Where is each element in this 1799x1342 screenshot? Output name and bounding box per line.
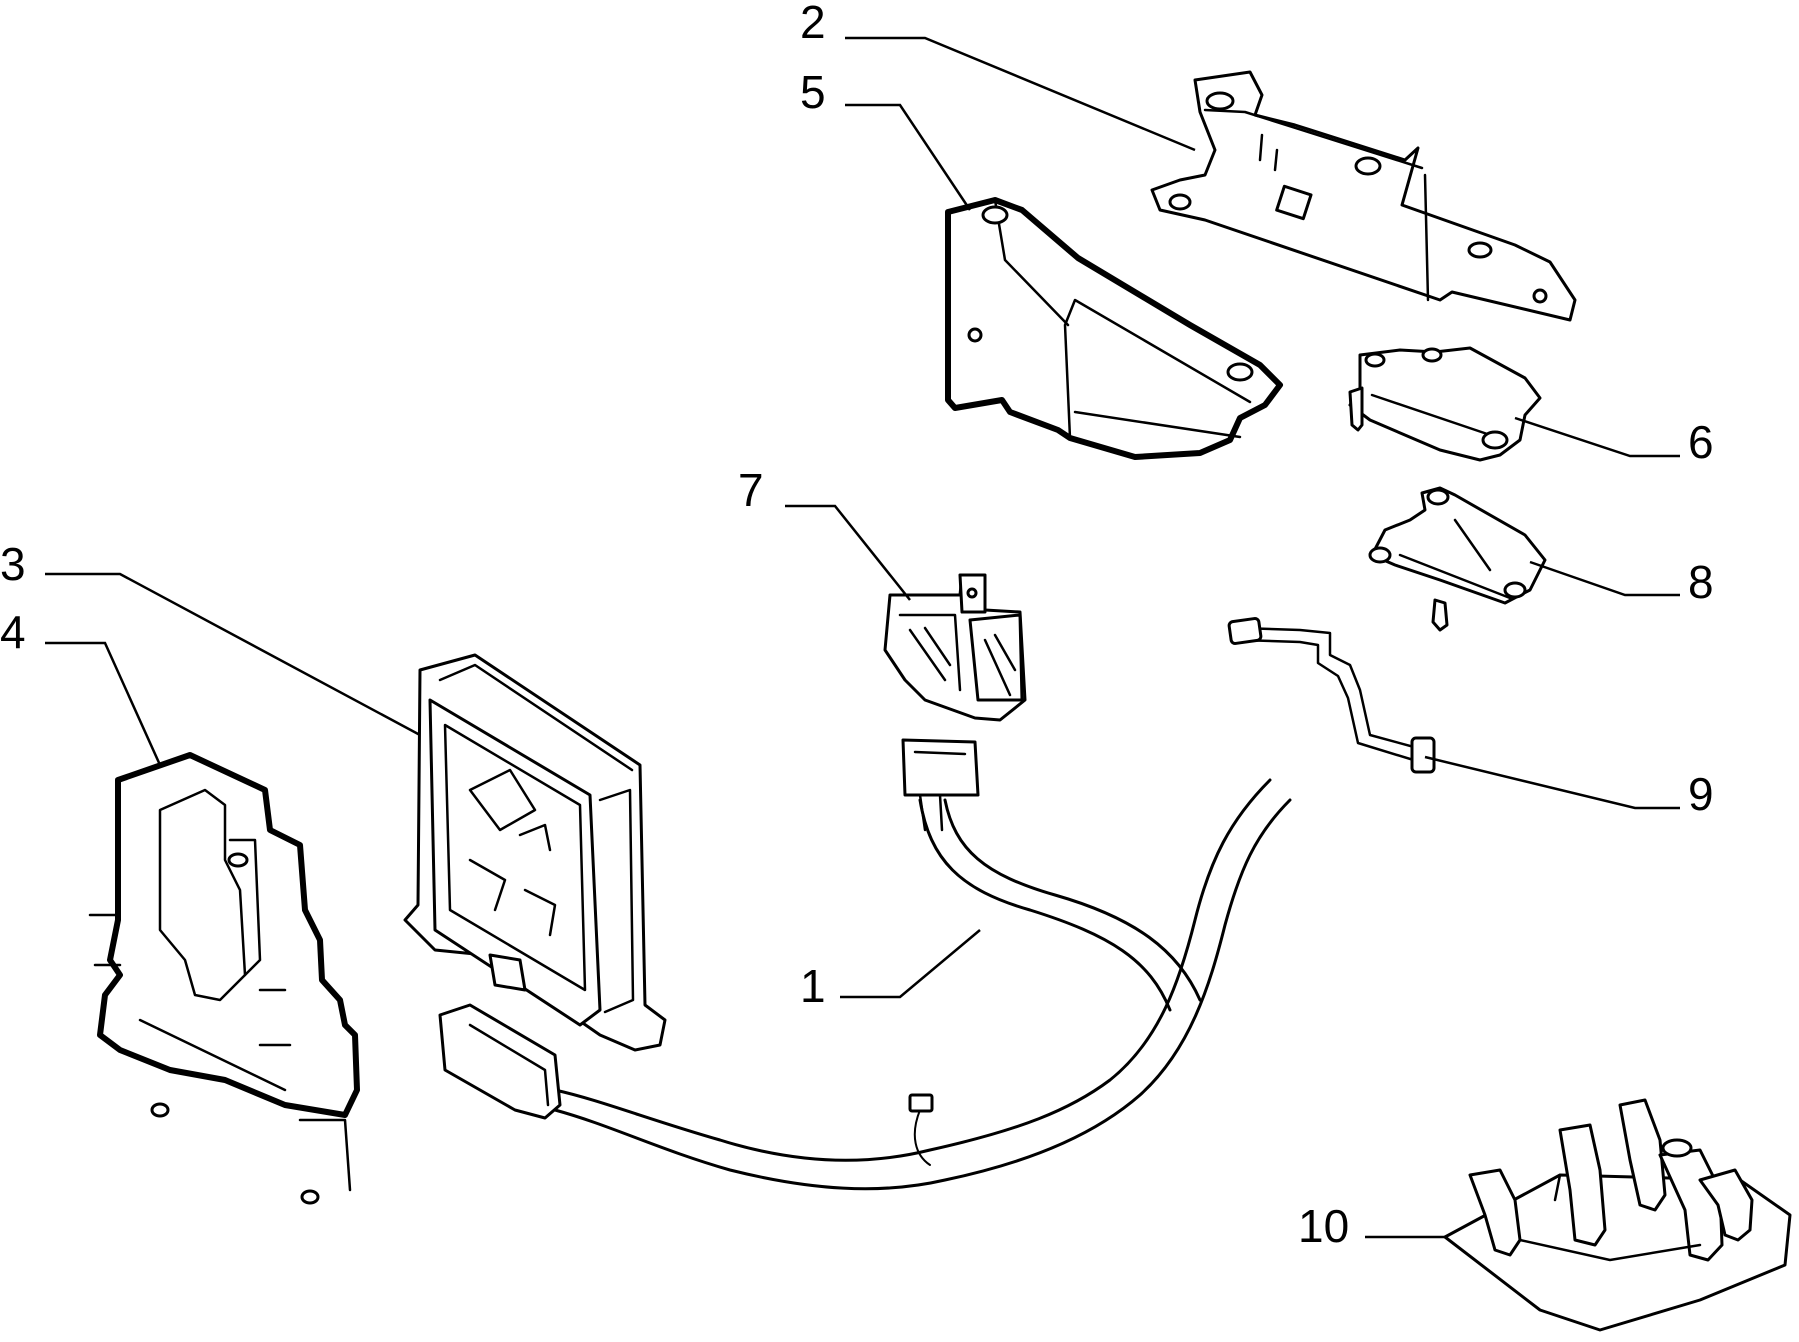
leader-line-4 [45, 641, 162, 766]
part-10-clip-holder [1443, 1098, 1792, 1332]
part-8-sensor-module [1368, 486, 1547, 632]
part-2-mounting-bracket [1150, 70, 1577, 322]
callout-4: 4 [0, 606, 26, 658]
part-4-support-frame [88, 752, 360, 1205]
leader-line-6 [1514, 416, 1680, 458]
leader-line-1 [840, 929, 981, 999]
callout-labels: 1 2 3 4 5 6 7 8 9 10 [0, 0, 1714, 1252]
callout-5: 5 [800, 66, 826, 118]
callout-2: 2 [800, 0, 826, 48]
part-6-sensor-module [1348, 346, 1542, 462]
part-1-wiring-harness [438, 738, 1292, 1191]
callout-6: 6 [1688, 416, 1714, 468]
callout-1: 1 [800, 960, 826, 1012]
callout-3: 3 [0, 538, 26, 590]
leader-line-7 [785, 504, 911, 601]
leader-line-5 [845, 103, 972, 211]
leader-line-3 [45, 572, 421, 737]
callout-10: 10 [1298, 1200, 1349, 1252]
part-7-relay [883, 573, 1027, 722]
leader-line-2 [845, 36, 1196, 152]
leader-lines [45, 36, 1680, 1239]
part-9-tube [1227, 617, 1436, 774]
callout-8: 8 [1688, 556, 1714, 608]
part-3-ecu-control-unit [403, 653, 667, 1052]
leader-line-9 [1424, 755, 1680, 810]
part-5-housing-cover [945, 197, 1283, 460]
leader-line-8 [1529, 560, 1680, 597]
callout-7: 7 [738, 464, 764, 516]
callout-9: 9 [1688, 768, 1714, 820]
